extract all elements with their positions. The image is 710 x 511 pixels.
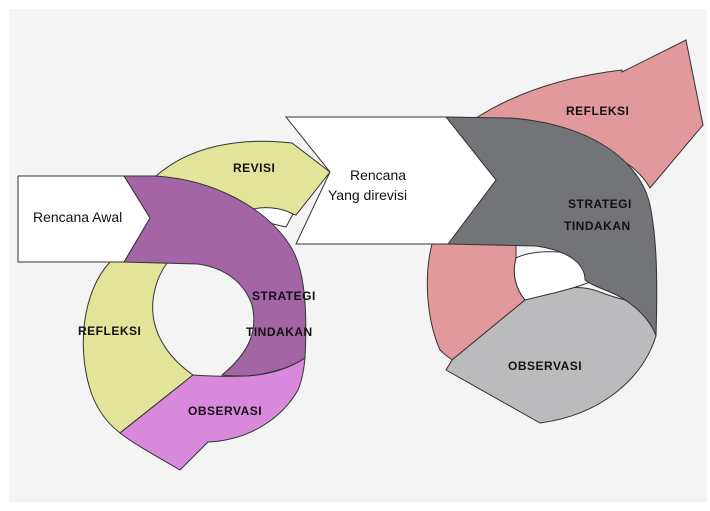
cycle2-action-label-line1: STRATEGI: [568, 197, 632, 211]
cycle1-action-label-line1: STRATEGI: [252, 289, 316, 303]
cycle1-action-label-line2: TINDAKAN: [246, 325, 313, 339]
cycle2-reflect-label: REFLEKSI: [566, 104, 629, 118]
cycle2-action-label-line2: TINDAKAN: [564, 219, 631, 233]
cycle2-plan-label-line2: Yang direvisi: [328, 187, 407, 203]
cycle2-strategi-segment: [444, 116, 658, 337]
cycle1-strategi-segment: [123, 175, 307, 377]
cycle1-rencana-awal-arrow: [17, 175, 151, 263]
cycle1-observe-label: OBSERVASI: [188, 404, 262, 418]
cycle2-observe-label: OBSERVASI: [508, 359, 582, 373]
cycle1-plan-label: Rencana Awal: [33, 209, 122, 225]
cycle2-plan-label-line1: Rencana: [350, 167, 406, 183]
cycle1-reflect-label: REFLEKSI: [78, 324, 141, 338]
cycle2-center-gap: [513, 251, 591, 301]
cycle1-revise-label: REVISI: [233, 161, 275, 175]
cycle2-rencana-direvisi-arrow: [284, 116, 497, 245]
